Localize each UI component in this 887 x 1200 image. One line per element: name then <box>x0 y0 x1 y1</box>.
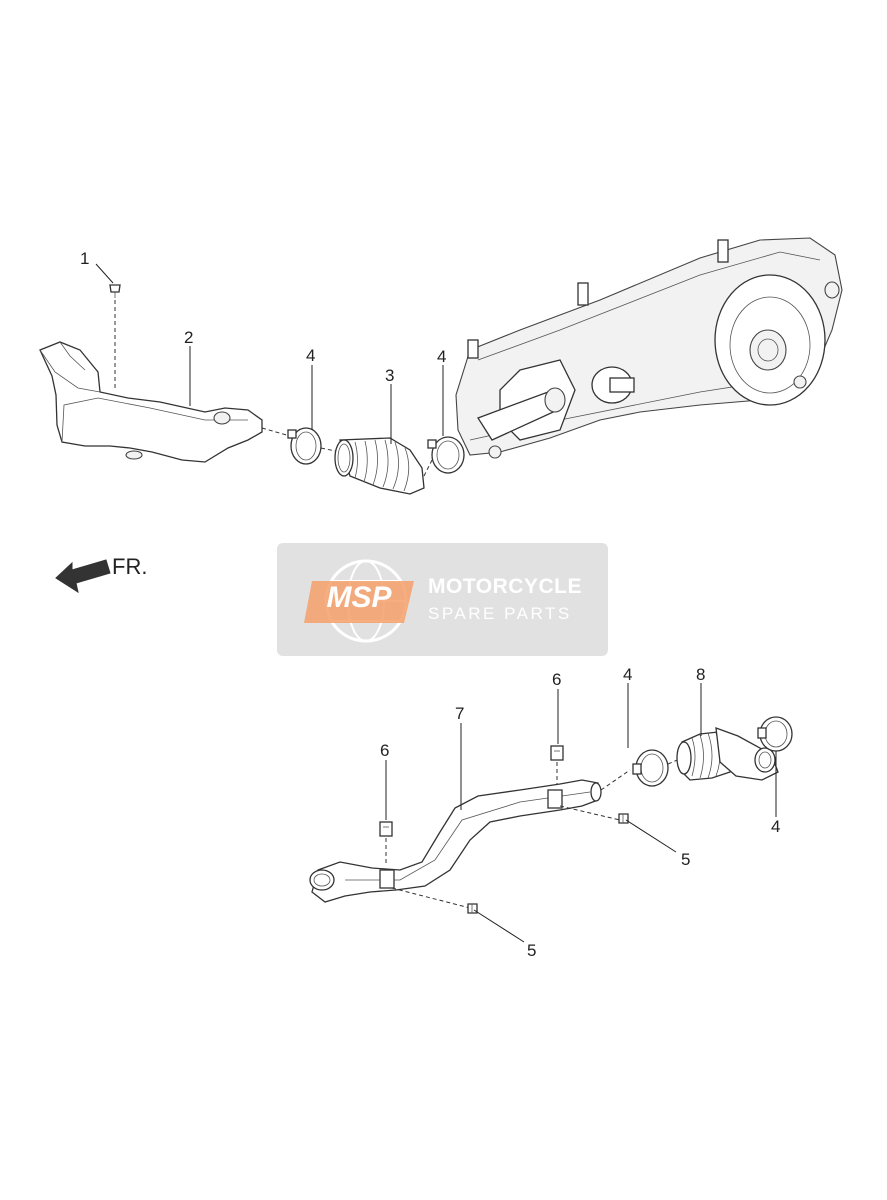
callout-7: 7 <box>455 704 464 723</box>
front-direction-arrow-icon <box>55 559 111 594</box>
crankcase-cover <box>455 237 843 459</box>
callout-4-lower-middle: 4 <box>623 665 632 684</box>
part-4-hose-clamp-upper-right <box>427 436 465 474</box>
part-5-bolt-lower <box>467 903 478 914</box>
part-7-intake-duct <box>309 769 631 909</box>
callout-6-upper: 6 <box>552 670 561 689</box>
watermark: MSP MOTORCYCLE SPARE PARTS <box>277 543 608 656</box>
callout-5-upper: 5 <box>681 850 690 869</box>
callout-4-lower-right: 4 <box>771 817 780 836</box>
msp-globe-logo-icon: MSP <box>304 559 414 643</box>
part-6-clip-upper <box>550 745 564 790</box>
front-direction-label: FR. <box>112 554 147 579</box>
part-4-hose-clamp-lower-right <box>757 716 793 752</box>
part-4-hose-clamp-upper-left <box>287 427 341 465</box>
part-6-clip-lower <box>379 821 393 866</box>
part-4-hose-clamp-lower-middle <box>632 749 683 787</box>
part-2-air-duct <box>39 341 291 463</box>
callout-5-lower: 5 <box>527 941 536 960</box>
callout-8: 8 <box>696 665 705 684</box>
part-5-bolt-upper <box>618 813 629 824</box>
watermark-title: MOTORCYCLE <box>428 575 582 598</box>
callout-2: 2 <box>184 328 193 347</box>
callout-4-upper-left: 4 <box>306 346 315 365</box>
watermark-subtitle: SPARE PARTS <box>428 604 572 623</box>
callout-3: 3 <box>385 366 394 385</box>
part-1-screw <box>109 284 121 390</box>
callout-1: 1 <box>80 249 89 268</box>
callout-6-lower: 6 <box>380 741 389 760</box>
watermark-logo-text: MSP <box>326 581 392 614</box>
callout-4-upper-right: 4 <box>437 347 446 366</box>
part-3-intake-hose <box>334 437 433 495</box>
part-8-elbow-hose <box>676 727 779 781</box>
leader-lines <box>95 263 777 943</box>
